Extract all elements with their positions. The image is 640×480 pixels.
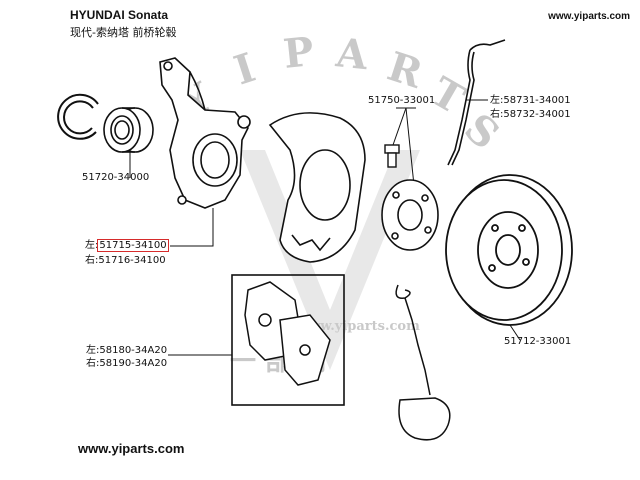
side-prefix-right: 右:	[85, 255, 99, 266]
part-number-caliper-right[interactable]: 右:58190-34A20	[86, 354, 167, 369]
caliper-box	[231, 274, 345, 406]
part-number-disc[interactable]: 51712-33001	[504, 336, 572, 347]
part-number-text[interactable]: 58731-34001	[503, 95, 571, 106]
part-number-text[interactable]: 58190-34A20	[99, 358, 168, 369]
brake-disc	[445, 174, 573, 326]
wheel-hub	[381, 179, 439, 251]
side-prefix-left: 左:	[85, 240, 99, 251]
svg-text:I: I	[229, 44, 261, 94]
wheel-bearing	[103, 107, 154, 153]
brake-caliper	[244, 281, 331, 386]
part-number-bearing[interactable]: 51720-34000	[82, 172, 150, 183]
watermark-site-text: www.yiparts.com	[297, 319, 420, 334]
brake-hose	[447, 39, 506, 166]
diagram-subtitle: 现代-索纳塔 前桥轮毂	[70, 26, 177, 39]
part-number-text[interactable]: 58732-34001	[503, 109, 571, 120]
svg-text:P: P	[281, 28, 316, 78]
svg-text:A: A	[333, 29, 371, 79]
site-link-bottom[interactable]: www.yiparts.com	[78, 441, 185, 456]
hub-bolt	[384, 144, 400, 168]
side-prefix-right: 右:	[490, 109, 504, 120]
part-number-hub-bolt[interactable]: 51750-33001	[368, 95, 436, 106]
part-number-text[interactable]: 51716-34100	[98, 255, 166, 266]
vehicle-title: HYUNDAI Sonata	[70, 8, 169, 22]
part-number-hose-right[interactable]: 右:58732-34001	[490, 105, 571, 120]
part-number-caliper-left[interactable]: 左:58180-34A20	[86, 341, 167, 356]
side-prefix-left: 左:	[490, 95, 504, 106]
snap-ring	[57, 93, 99, 140]
part-number-knuckle-left[interactable]: 左:51715-34100	[85, 236, 169, 252]
highlighted-part-number[interactable]: 51715-34100	[97, 239, 169, 252]
watermark-v-logo	[240, 150, 420, 370]
site-link-top[interactable]: www.yiparts.com	[548, 11, 630, 22]
svg-text:R: R	[382, 43, 429, 98]
part-number-hose-left[interactable]: 左:58731-34001	[490, 91, 571, 106]
part-number-text[interactable]: 58180-34A20	[99, 345, 168, 356]
side-prefix-right: 右:	[86, 358, 100, 369]
leader-lines	[129, 152, 521, 356]
side-prefix-left: 左:	[86, 345, 100, 356]
abs-sensor-wire	[395, 284, 451, 441]
steering-knuckle	[159, 57, 251, 209]
part-number-knuckle-right[interactable]: 右:51716-34100	[85, 251, 166, 266]
dust-shield	[268, 112, 366, 263]
